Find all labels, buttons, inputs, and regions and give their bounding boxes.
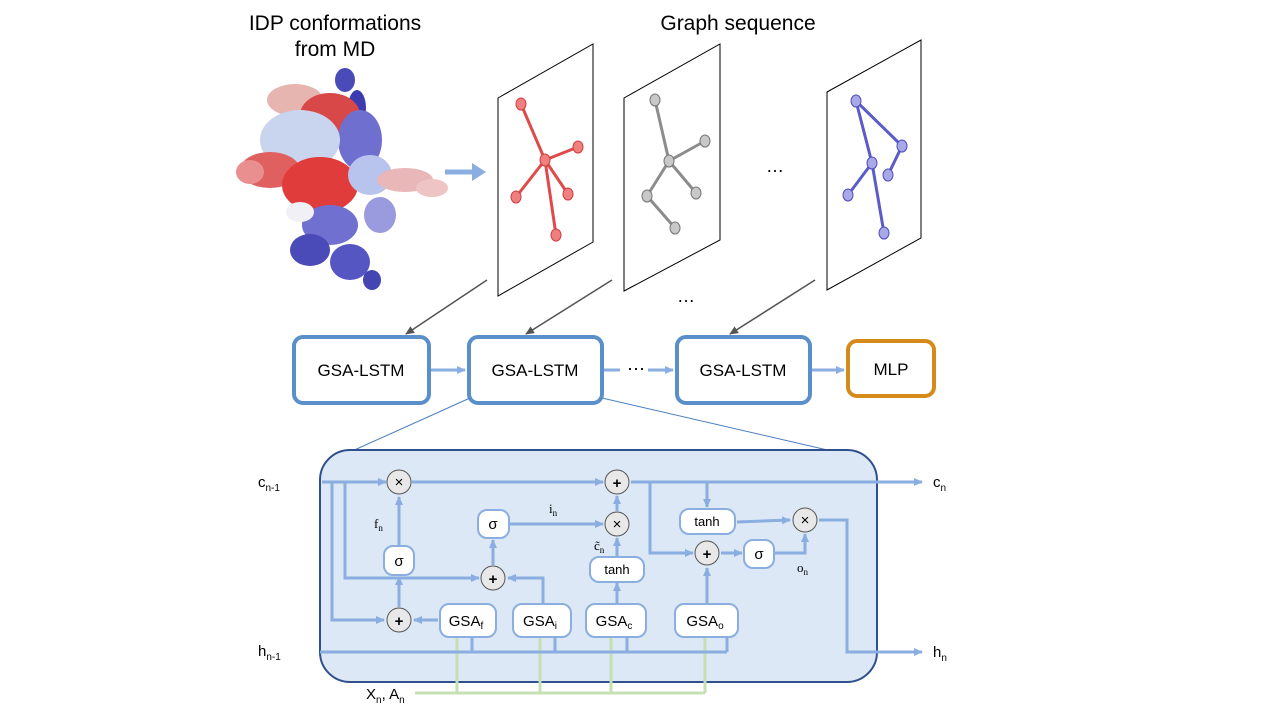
c-to-input-add-line — [343, 482, 480, 582]
svg-text:tanh: tanh — [694, 514, 719, 529]
svg-text:+: + — [613, 475, 622, 492]
svg-text:+: + — [489, 571, 498, 588]
svg-text:×: × — [395, 474, 404, 491]
svg-text:σ: σ — [754, 546, 764, 563]
svg-text:+: + — [395, 613, 404, 630]
lstm-box-1-label: GSA-LSTM — [318, 361, 405, 380]
svg-text:σ: σ — [394, 553, 404, 570]
svg-text:GSAo: GSAo — [686, 613, 724, 632]
o-annotation: on — [797, 560, 809, 577]
graph-sequence-title: Graph sequence — [660, 12, 815, 35]
c-to-forget-add-line — [330, 482, 385, 624]
add-cell-node: + — [604, 469, 630, 495]
c-out-label: cn — [933, 474, 946, 494]
graph3-to-lstm-arrow — [729, 279, 816, 335]
xa-input-label: Xn, An — [366, 686, 405, 706]
graph-panel-2 — [623, 43, 721, 292]
graph-ellipsis-bottom: … — [677, 286, 695, 306]
protein-structure-image — [236, 68, 448, 290]
gsa-input-box: GSAi — [512, 603, 572, 638]
svg-text:GSAi: GSAi — [523, 613, 557, 632]
svg-text:GSAf: GSAf — [449, 613, 484, 632]
svg-text:+: + — [703, 546, 712, 563]
times-output-node: × — [792, 507, 818, 533]
svg-text:×: × — [801, 512, 810, 529]
svg-text:tanh: tanh — [604, 562, 629, 577]
mlp-label: MLP — [874, 360, 909, 379]
times-input-node: × — [604, 511, 630, 537]
protein-title-line2: from MD — [295, 38, 376, 61]
i-annotation: in — [549, 501, 558, 518]
lstm-box-2 — [467, 335, 604, 405]
graph2-to-lstm-arrow — [525, 279, 613, 335]
gsai-to-add-arrow — [507, 574, 545, 604]
tanh-output-box: tanh — [679, 508, 736, 535]
tanh-to-times-o-arrow — [736, 516, 791, 525]
h-prev-label: hn-1 — [258, 643, 281, 663]
graph-panel-3 — [826, 39, 922, 291]
graph-ellipsis-top: … — [766, 156, 784, 176]
c-to-output-add-arrow — [648, 482, 694, 557]
svg-text:σ: σ — [488, 516, 498, 533]
graph-panel-1 — [497, 43, 594, 297]
gsa-output-box: GSAo — [674, 603, 739, 638]
xa-input-lines — [415, 638, 707, 695]
lstm-box-2-label: GSA-LSTM — [492, 361, 579, 380]
sigma-forget-box: σ — [383, 545, 415, 576]
lstm-box-1 — [292, 335, 431, 405]
c-prev-label: cn-1 — [258, 474, 280, 494]
add-input-node: + — [480, 565, 506, 591]
svg-text:×: × — [613, 516, 622, 533]
times-forget-node: × — [386, 469, 412, 495]
add-output-node: + — [694, 540, 720, 566]
pipeline-ellipsis: ⋯ — [627, 359, 645, 379]
sigma-output-box: σ — [743, 539, 775, 569]
h-to-gsa-lines — [470, 638, 729, 652]
f-annotation: fn — [374, 516, 383, 533]
gsa-forget-box: GSAf — [439, 603, 497, 638]
protein-to-graph-arrowhead — [472, 163, 486, 181]
lstm-box-3-label: GSA-LSTM — [700, 361, 787, 380]
c-tilde-annotation: c̃n — [594, 538, 605, 555]
tanh-candidate-box: tanh — [589, 556, 645, 583]
graph1-to-lstm-arrow — [405, 279, 488, 335]
h-out-line — [819, 518, 923, 656]
mlp-box — [846, 339, 936, 398]
add-forget-node: + — [386, 607, 412, 633]
protein-title-line1: IDP conformations — [249, 12, 421, 35]
zoom-line-right — [601, 397, 837, 453]
lstm-box-3 — [675, 335, 812, 405]
gsa-candidate-box: GSAc — [585, 603, 647, 638]
sigma-to-times-o-arrow — [775, 533, 809, 555]
zoom-line-left — [349, 397, 471, 453]
sigma-input-box: σ — [477, 509, 510, 539]
h-out-label: hn — [933, 644, 947, 664]
svg-text:GSAc: GSAc — [596, 613, 633, 632]
